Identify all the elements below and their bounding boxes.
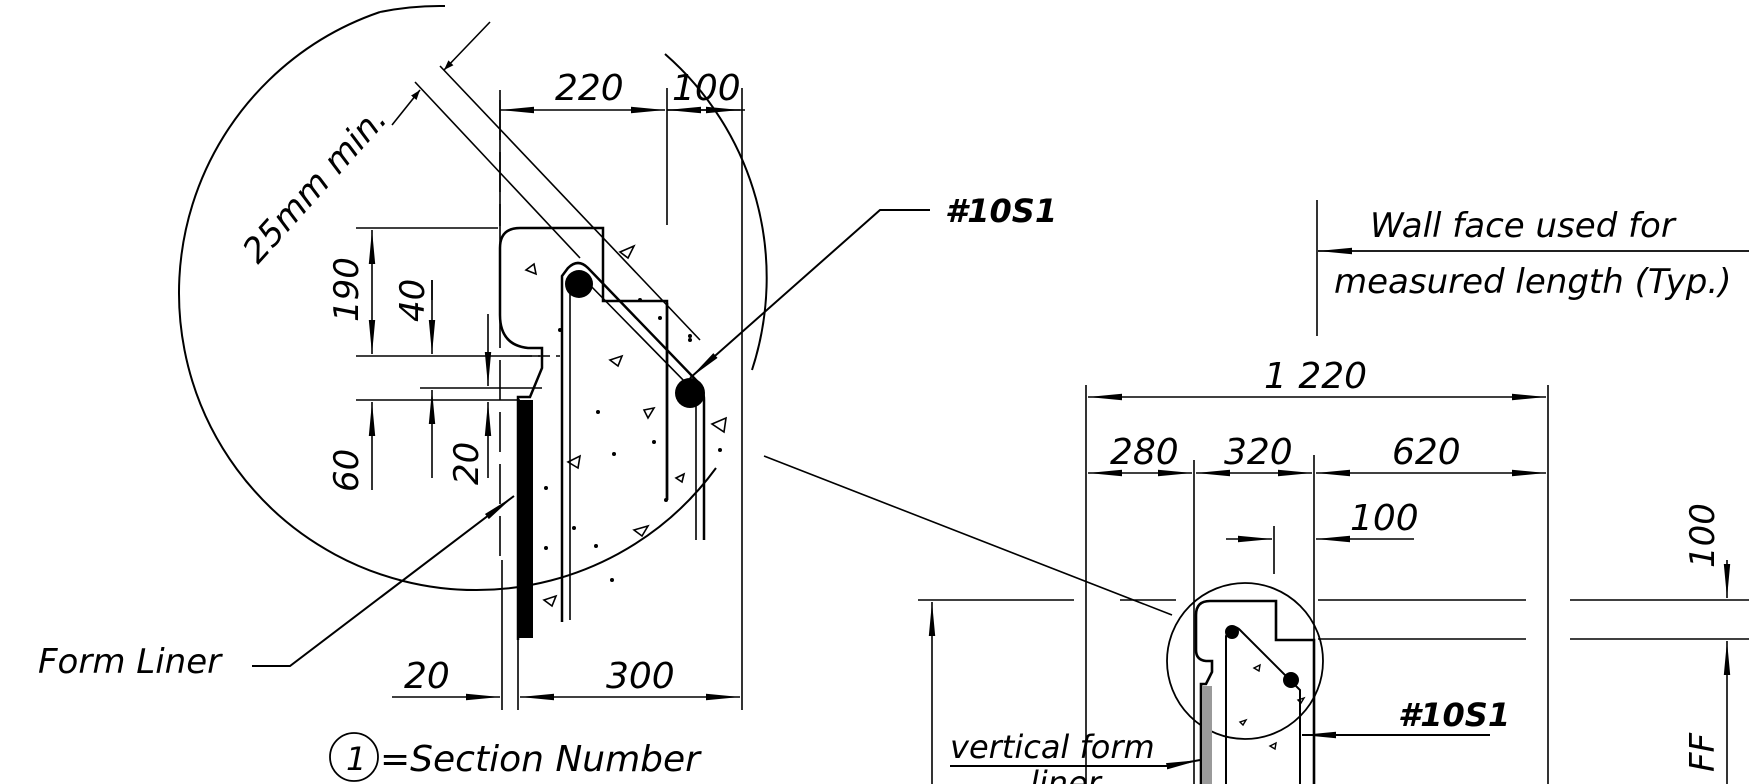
small-rebar-stirrup: [1225, 626, 1301, 784]
rebar-leader: [689, 209, 930, 379]
label-dim-320: 320: [1224, 432, 1293, 473]
form-liner-leader: [252, 495, 515, 667]
label-dim-100-mid: 100: [1350, 498, 1419, 539]
dim-25mm-leader-2: [443, 21, 491, 71]
label-dim-40: 40: [393, 279, 433, 322]
text-labels: 220 100 25mm min. 190 40 60 20 20 300 #1…: [38, 68, 1731, 784]
dim-25mm-extension-2: [439, 65, 701, 341]
label-vertical-form-1: vertical form: [950, 728, 1155, 766]
small-rebar-bar-top: [1225, 625, 1239, 639]
dim-25mm-leader: [391, 89, 421, 126]
aggregate-dots: [544, 298, 722, 582]
small-form-liner: [1202, 686, 1212, 784]
label-rebar-section: #10S1: [1398, 696, 1510, 734]
label-dim-100-right: 100: [1683, 503, 1723, 568]
detail-circle-arc-right: [664, 53, 768, 371]
label-dim-20-horiz: 20: [404, 656, 450, 697]
label-wall-face-1: Wall face used for: [1370, 206, 1677, 246]
label-dim-1220: 1 220: [1264, 356, 1367, 397]
small-rebar-bar-side: [1283, 672, 1299, 688]
detail-circle-arc-top: [379, 4, 446, 13]
vertical-form-leader: [950, 759, 1201, 770]
form-liner: [518, 400, 533, 638]
label-form-liner: Form Liner: [38, 642, 223, 682]
dim-25mm-extension-1: [414, 81, 581, 259]
section-detail-circle: [1166, 582, 1324, 740]
section-number-symbol-circle: [329, 732, 379, 782]
label-dim-190: 190: [327, 257, 367, 322]
label-dim-620: 620: [1392, 432, 1461, 473]
detail-connector: [763, 455, 1173, 616]
label-vertical-form-2: liner: [1030, 764, 1103, 784]
rebar-bar-top: [565, 270, 593, 298]
label-dim-ff: FF: [1683, 732, 1723, 772]
label-dim-20-vert: 20: [447, 442, 487, 485]
detail-circle-arc-left: [178, 11, 717, 591]
rebar-stirrup: [560, 261, 706, 622]
label-wall-face-2: measured length (Typ.): [1334, 262, 1731, 302]
label-section-note: =Section Number: [380, 739, 702, 780]
label-rebar-detail: #10S1: [945, 192, 1057, 230]
label-dim-60: 60: [327, 449, 367, 492]
wall-section: [918, 200, 1749, 784]
label-dim-220: 220: [555, 68, 624, 109]
label-dim-300: 300: [606, 656, 675, 697]
label-section-symbol: 1: [346, 740, 366, 778]
label-dim-100-top: 100: [672, 68, 741, 109]
rebar-bar-side: [675, 378, 705, 408]
small-aggregate-hatch: [1238, 663, 1306, 751]
enlarged-detail: [178, 4, 930, 782]
aggregate-hatch: [524, 244, 727, 608]
label-dim-280: 280: [1110, 432, 1179, 473]
small-barrier-profile: [1194, 599, 1316, 784]
